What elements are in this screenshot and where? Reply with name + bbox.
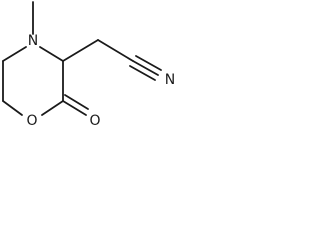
atom-label-o-carbonyl: O [89, 113, 100, 129]
bond-nitrile-3 [129, 65, 156, 81]
bond-carbonyl-1 [62, 100, 87, 116]
chemical-structure: N O O N [2, 1, 175, 129]
bond-n-c3 [39, 46, 64, 62]
atom-label-n: N [28, 33, 38, 49]
bond-c3-ch2 [62, 39, 99, 62]
bond-c2-o-ring [41, 100, 64, 116]
bond-carbonyl-2 [64, 94, 89, 110]
bond-c5-n [2, 46, 27, 62]
bond-nitrile-2 [135, 55, 162, 71]
bond-o-ring-c6 [2, 100, 23, 116]
bond-nitrile-1 [132, 60, 159, 76]
atom-label-o-ring: O [26, 113, 37, 129]
atom-label-n-nitrile: N [165, 72, 175, 88]
bond-ch2-cn [97, 39, 134, 62]
